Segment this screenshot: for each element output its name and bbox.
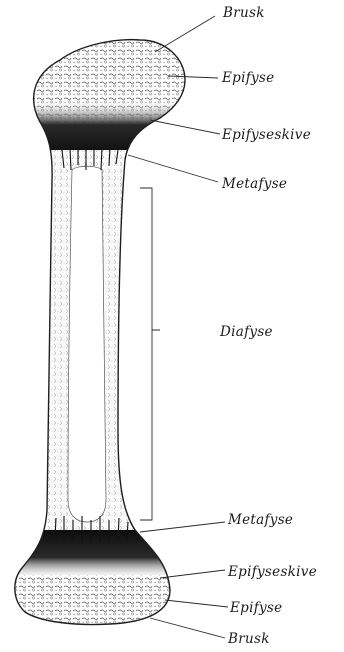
label-brusk-top: Brusk	[222, 5, 265, 21]
label-diafyse: Diafyse	[219, 324, 273, 340]
label-epifyse-top: Epifyse	[221, 70, 274, 86]
leader-brusk-bottom	[150, 618, 225, 638]
growth-plate-top	[0, 100, 200, 155]
medullary-cavity	[68, 166, 106, 522]
label-epifyse-bottom: Epifyse	[229, 600, 282, 616]
labels: Brusk Epifyse Epifyseskive Metafyse Diaf…	[219, 5, 317, 647]
label-metafyse-bottom: Metafyse	[227, 512, 293, 528]
label-metafyse-top: Metafyse	[221, 176, 287, 192]
leader-epifyseskive-top	[150, 120, 220, 134]
label-brusk-bottom: Brusk	[227, 631, 270, 647]
leader-brusk-top	[155, 16, 215, 52]
label-epifyseskive-top: Epifyseskive	[221, 127, 311, 143]
leader-metafyse-bottom	[140, 522, 225, 532]
diaphysis-bracket	[140, 188, 160, 520]
leader-epifyseskive-bottom	[160, 570, 225, 578]
label-epifyseskive-bottom: Epifyseskive	[227, 564, 317, 580]
epiphysis-bottom-spongy	[0, 575, 200, 635]
bone	[0, 30, 200, 635]
leader-epifyse-bottom	[165, 600, 228, 607]
leader-metafyse-top	[128, 155, 218, 182]
